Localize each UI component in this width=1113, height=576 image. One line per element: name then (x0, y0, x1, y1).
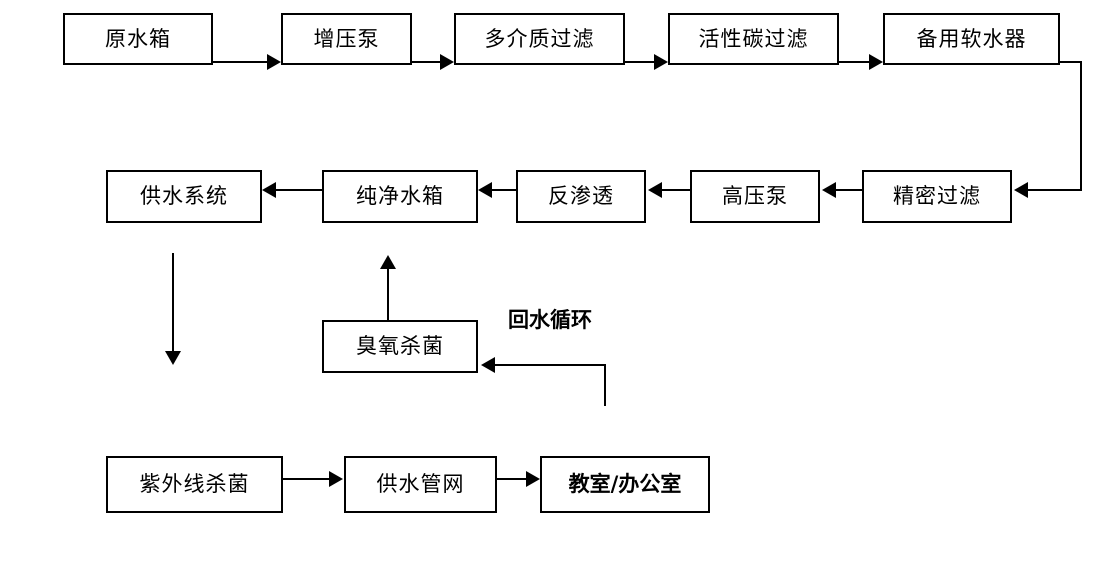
node-booster-pump[interactable]: 增压泵 (281, 13, 412, 65)
arrowhead-supply-to-uv (165, 351, 181, 365)
connector-softener-to-precision-h (1028, 189, 1082, 191)
node-label: 高压泵 (722, 184, 788, 208)
arrowhead-booster-to-multimedia (440, 54, 454, 70)
connector-precision-to-highpump-line (836, 189, 862, 191)
connector-ro-to-puretank-line (492, 189, 516, 191)
arrowhead-ro-to-puretank (478, 182, 492, 198)
node-label: 供水系统 (140, 184, 228, 208)
node-label: 紫外线杀菌 (139, 472, 250, 496)
arrowhead-multimedia-to-carbon (654, 54, 668, 70)
node-supply-pipe-network[interactable]: 供水管网 (344, 456, 497, 513)
connector-return-loop-h (495, 364, 606, 366)
node-label: 臭氧杀菌 (356, 334, 444, 358)
node-label: 纯净水箱 (356, 184, 444, 208)
connector-uv-to-pipenet-line (283, 478, 330, 480)
label-return-water-loop: 回水循环 (508, 308, 592, 332)
node-label: 原水箱 (105, 26, 171, 51)
node-multimedia-filter[interactable]: 多介质过滤 (454, 13, 625, 65)
node-label: 精密过滤 (893, 184, 981, 208)
node-label: 教室/办公室 (568, 472, 682, 496)
arrowhead-carbon-to-softener (869, 54, 883, 70)
arrowhead-puretank-to-supply (262, 182, 276, 198)
connector-softener-out-h (1058, 61, 1082, 63)
connector-pipenet-to-classroom-line (497, 478, 527, 480)
node-reverse-osmosis[interactable]: 反渗透 (516, 170, 646, 223)
connector-booster-to-multimedia-line (412, 61, 441, 63)
node-label: 反渗透 (548, 184, 614, 208)
node-label: 供水管网 (376, 472, 465, 496)
connector-puretank-to-supply-line (276, 189, 322, 191)
node-activated-carbon-filter[interactable]: 活性碳过滤 (668, 13, 839, 65)
arrowhead-pipenet-to-classroom (526, 471, 540, 487)
connector-softener-down-v (1080, 61, 1082, 191)
arrowhead-raw-to-booster (267, 54, 281, 70)
connector-carbon-to-softener-line (839, 61, 870, 63)
node-ozone-sterilizer[interactable]: 臭氧杀菌 (322, 320, 478, 373)
connector-multimedia-to-carbon-line (625, 61, 655, 63)
node-label: 增压泵 (313, 26, 380, 51)
node-high-pressure-pump[interactable]: 高压泵 (690, 170, 820, 223)
node-label: 活性碳过滤 (698, 26, 809, 51)
node-raw-water-tank[interactable]: 原水箱 (63, 13, 213, 65)
arrowhead-softener-to-precision (1014, 182, 1028, 198)
arrowhead-uv-to-pipenet (329, 471, 343, 487)
connector-ozone-to-puretank-line (387, 268, 389, 320)
connector-return-loop-v (604, 364, 606, 406)
node-precision-filter[interactable]: 精密过滤 (862, 170, 1012, 223)
connector-supply-to-uv-line (172, 253, 174, 352)
node-label: 备用软水器 (916, 26, 1027, 51)
node-standby-softener[interactable]: 备用软水器 (883, 13, 1060, 65)
node-water-supply-system[interactable]: 供水系统 (106, 170, 262, 223)
arrowhead-ozone-to-puretank (380, 255, 396, 269)
arrowhead-return-to-ozone (481, 357, 495, 373)
connector-highpump-to-ro-line (662, 189, 690, 191)
node-pure-water-tank[interactable]: 纯净水箱 (322, 170, 478, 223)
arrowhead-highpump-to-ro (648, 182, 662, 198)
connector-raw-to-booster-line (213, 61, 268, 63)
node-classroom-office[interactable]: 教室/办公室 (540, 456, 710, 513)
arrowhead-precision-to-highpump (822, 182, 836, 198)
node-uv-sterilizer[interactable]: 紫外线杀菌 (106, 456, 283, 513)
node-label: 多介质过滤 (484, 26, 595, 51)
